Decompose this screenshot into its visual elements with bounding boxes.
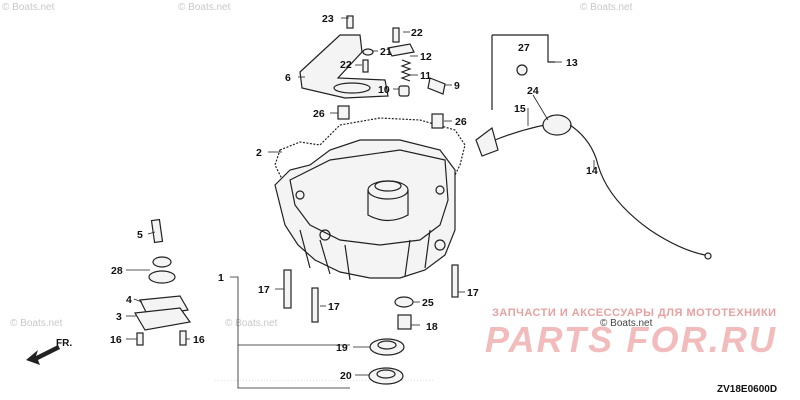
callout-5: 5 [137,229,143,241]
assembly-bracket-1 [230,276,350,389]
bolt-22-lower [362,59,369,73]
bolt-16-right [179,330,187,346]
watermark-boats-net: © Boats.net [178,2,231,13]
watermark-boats-net: © Boats.net [2,2,55,13]
drain-plug-18 [397,314,412,330]
front-direction-arrow [26,345,60,365]
callout-20: 20 [340,370,352,382]
bolt-17-c [451,264,459,298]
bolt-hole [295,190,305,200]
left-parts-group: FR. [26,218,192,365]
callout-14: 14 [586,165,598,177]
bolt-hole [435,185,445,195]
callout-24: 24 [527,85,539,97]
bottom-parts-group [283,264,459,385]
callout-22: 22 [411,27,423,39]
callout-12: 12 [420,51,432,63]
callout-13: 13 [566,57,578,69]
callout-21: 21 [380,46,392,58]
bolt-hole [319,229,331,241]
screw-27 [516,64,528,76]
bolt-23 [346,15,354,29]
callout-19: 19 [336,342,348,354]
valve-10 [398,85,410,97]
housing-ribs [299,229,431,281]
oil-pan-assembly [274,117,466,281]
callout-10: 10 [378,84,390,96]
callout-26-left: 26 [313,108,325,120]
bearing-housing [367,190,409,222]
callout-27: 27 [518,42,530,54]
oil-seal-19-inner [377,340,397,350]
drawing-code: ZV18E0600D [717,384,777,395]
watermark-ru-logo: PARTS FOR.RU [485,319,776,360]
bearing-bore [374,180,402,192]
spring-11 [400,59,412,82]
clip-9 [427,77,446,95]
front-direction-label: FR. [56,338,72,349]
copyright-fine-print: · · · · · · · · · · · · · · · · · · · · … [215,378,434,384]
washer-21 [362,48,374,56]
cover-plate [333,82,371,94]
callout-25: 25 [422,297,434,309]
lead-terminal [704,252,712,260]
callout-2: 2 [256,147,262,159]
watermark-ru-tagline: ЗАПЧАСТИ И АКСЕССУАРЫ ДЛЯ МОТОТЕХНИКИ [492,307,777,319]
bearing-28 [148,270,176,284]
oil-pan-body [274,139,456,279]
dowel-pin-5 [150,218,164,244]
callout-9: 9 [454,80,460,92]
bolt-17-a [283,269,292,309]
callout-16-left: 16 [110,334,122,346]
oil-level-sensor-group [475,34,712,260]
bolt-17-b [311,287,319,323]
seal-28 [152,256,172,268]
sensor-lead-14 [569,124,706,256]
watermark-layer: © Boats.net © Boats.net © Boats.net © Bo… [2,2,777,384]
callout-26-right: 26 [455,116,467,128]
breather-cover [299,34,389,99]
callout-17-a: 17 [258,284,270,296]
callout-16-right: 16 [193,334,205,346]
callout-6: 6 [285,72,291,84]
callout-3: 3 [116,311,122,323]
bolt-22 [392,27,400,43]
plate-3 [134,307,192,331]
sensor-body [475,126,499,157]
bolt-hole [434,239,446,251]
callout-17-c: 17 [467,287,479,299]
washer-25 [394,296,414,308]
callout-11: 11 [420,70,431,82]
oil-seal-20-inner [376,369,396,379]
watermark-boats-net: © Boats.net [580,2,633,13]
callout-28: 28 [111,265,123,277]
collar-26-right [431,113,444,129]
collar-26-left [337,105,350,120]
callout-22-lower: 22 [340,59,352,71]
callout-15: 15 [514,103,526,115]
callout-4: 4 [126,294,132,306]
bearing-boss [367,180,409,200]
callout-17-b: 17 [328,301,340,313]
callout-1: 1 [218,272,224,284]
watermark-boats-net: © Boats.net [600,318,653,329]
plate-12 [387,43,415,57]
callout-23: 23 [322,13,334,25]
bolt-16-left [136,332,144,346]
watermark-boats-net: © Boats.net [10,318,63,329]
leader-lines [126,17,595,376]
breather-cover-group [299,15,446,129]
callout-labels: 23 22 21 12 22 6 11 9 10 26 26 2 27 13 2… [110,13,598,382]
watermark-boats-net: © Boats.net [225,318,278,329]
callout-18: 18 [426,321,438,333]
